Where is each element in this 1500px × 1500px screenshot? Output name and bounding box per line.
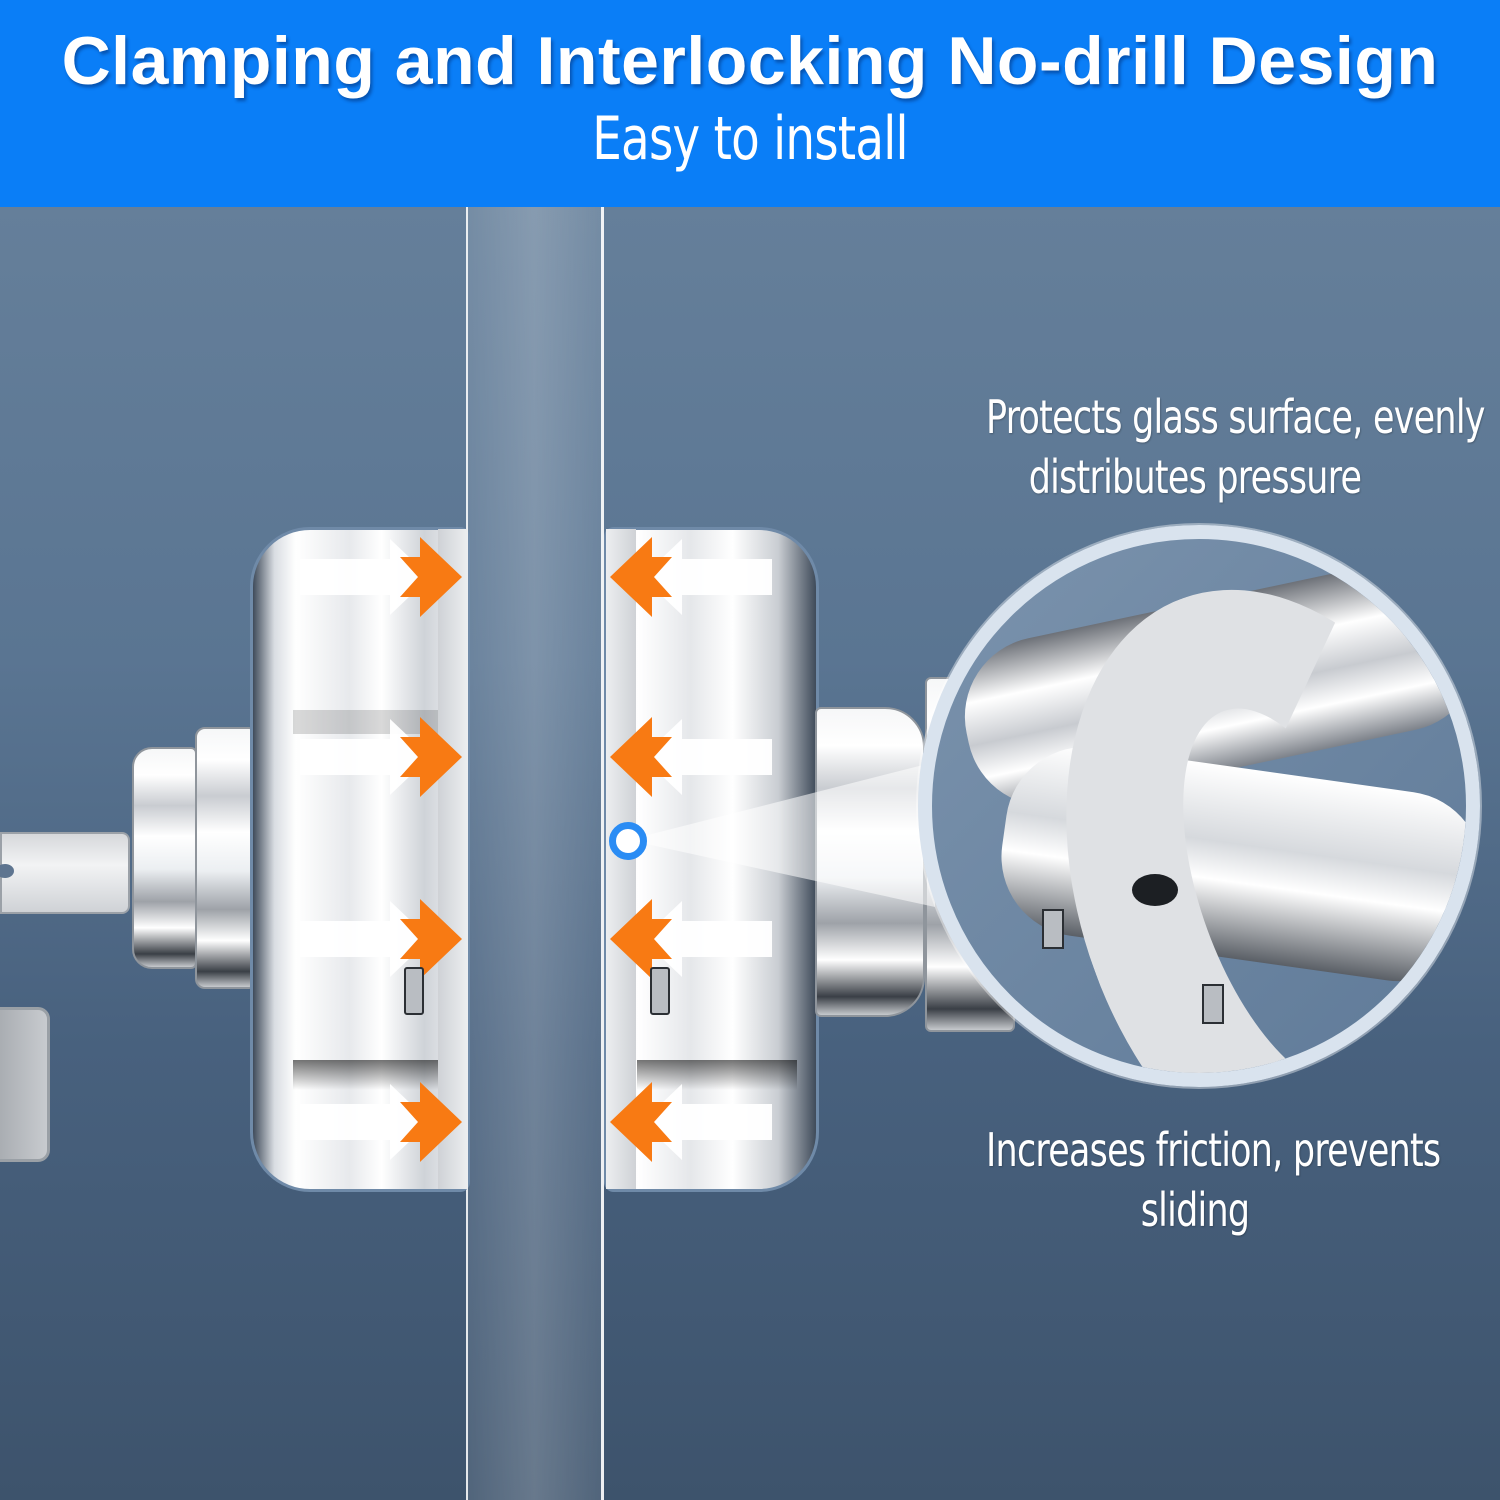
clip-tab [650, 967, 670, 1015]
arrow-left-icon [610, 537, 772, 617]
banner-title: Clamping and Interlocking No-drill Desig… [61, 23, 1439, 99]
clip-tab [1202, 984, 1224, 1024]
lock-cylinder-nut [132, 747, 197, 969]
key-blade [0, 832, 130, 914]
arrow-right-icon [300, 717, 462, 797]
arrow-left-icon [610, 899, 772, 979]
arrow-right-icon [300, 1082, 462, 1162]
product-illustration: Protects glass surface, evenly distribut… [0, 207, 1500, 1500]
highlight-dot [609, 822, 647, 860]
callout-bottom-line2: sliding [1140, 1183, 1250, 1237]
header-banner: Clamping and Interlocking No-drill Desig… [0, 0, 1500, 207]
banner-subtitle: Easy to install [592, 104, 908, 174]
clip-tab [404, 967, 424, 1015]
strike-cylinder [815, 707, 925, 1017]
arrow-left-icon [610, 717, 772, 797]
callout-top-line2: distributes pressure [1028, 450, 1362, 504]
left-pad [438, 529, 468, 1189]
magnified-detail-circle [918, 525, 1480, 1087]
arrow-left-icon [610, 1082, 772, 1162]
callout-bottom-line1: Increases friction, prevents [986, 1123, 1441, 1177]
left-lock-body [250, 527, 470, 1192]
glass-panel [466, 207, 604, 1500]
key-hole-icon [0, 864, 14, 878]
clip-tab [1042, 909, 1064, 949]
callout-bottom: Increases friction, prevents sliding [986, 1120, 1441, 1240]
lock-cylinder-collar [195, 727, 253, 989]
key-head [0, 1007, 50, 1162]
arrow-right-icon [300, 537, 462, 617]
callout-top-line1: Protects glass surface, evenly [986, 390, 1485, 444]
pad-hole-icon [1132, 874, 1178, 906]
callout-top: Protects glass surface, evenly distribut… [986, 387, 1485, 507]
arrow-right-icon [300, 899, 462, 979]
